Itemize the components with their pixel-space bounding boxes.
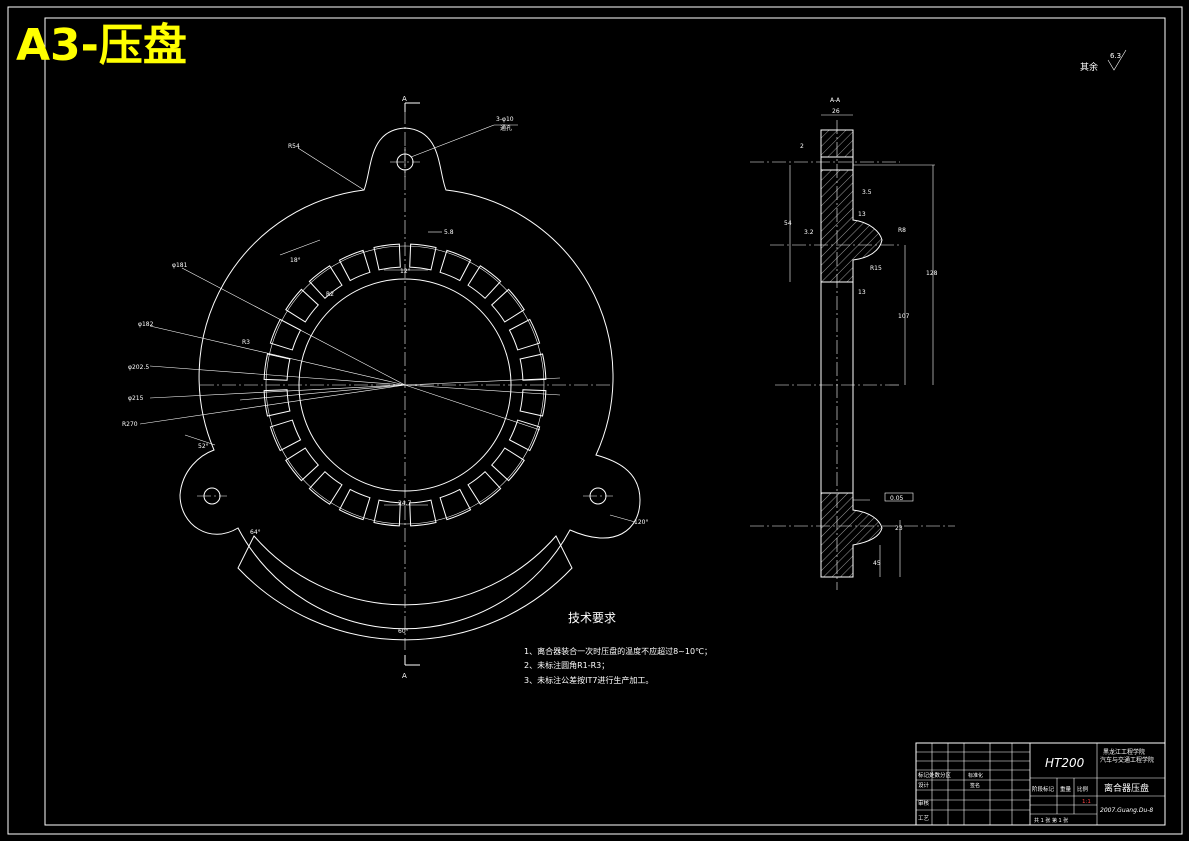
sheet-title: A3-压盘 xyxy=(16,20,187,71)
svg-text:13: 13 xyxy=(858,211,866,218)
school-2: 汽车与交通工程学院 xyxy=(1100,756,1154,764)
cooling-slot xyxy=(519,389,547,417)
technical-requirements: 技术要求 1、离合器装合一次时压盘的温度不应超过8~10℃； 2、未标注圆角R1… xyxy=(524,611,712,685)
col-weight: 重量 xyxy=(1060,785,1072,793)
part-name: 离合器压盘 xyxy=(1104,782,1149,794)
row-process: 工艺 xyxy=(918,815,930,822)
svg-text:13: 13 xyxy=(858,289,866,296)
cooling-slot xyxy=(439,249,472,282)
tech-note-1: 1、离合器装合一次时压盘的温度不应超过8~10℃； xyxy=(524,646,712,656)
svg-text:107: 107 xyxy=(898,313,910,320)
cooling-slot xyxy=(308,471,343,505)
svg-text:R8: R8 xyxy=(898,227,906,234)
svg-text:2: 2 xyxy=(800,143,804,150)
svg-text:φ215: φ215 xyxy=(128,395,144,402)
cooling-slot xyxy=(338,249,371,282)
svg-text:24.7: 24.7 xyxy=(398,500,412,507)
svg-text:R15: R15 xyxy=(870,265,882,272)
svg-text:12°: 12° xyxy=(400,268,411,275)
std-label: 标准化 xyxy=(968,772,983,779)
cooling-slot xyxy=(338,488,371,521)
svg-text:φ182: φ182 xyxy=(138,321,154,328)
sheet-count: 共 1 张 第 1 张 xyxy=(1034,817,1068,824)
cooling-slot xyxy=(263,353,291,381)
section-dimensions: 26 2 13 13 3.5 R8 R15 54 3.2 128 107 0.0… xyxy=(784,108,938,567)
section-label: A-A xyxy=(830,97,841,104)
svg-text:3.5: 3.5 xyxy=(862,189,872,196)
cooling-slot xyxy=(285,288,319,323)
svg-text:45: 45 xyxy=(873,560,881,567)
svg-text:其余: 其余 xyxy=(1080,61,1098,73)
row-design: 设计 xyxy=(918,781,930,789)
svg-text:18°: 18° xyxy=(290,257,301,264)
cooling-slot xyxy=(491,447,525,482)
drawing-number: 2007.Guang.Du-8 xyxy=(1100,807,1153,814)
plate-outline xyxy=(179,127,641,630)
svg-text:R54: R54 xyxy=(288,143,300,150)
svg-text:23: 23 xyxy=(895,525,903,532)
svg-text:R270: R270 xyxy=(122,421,138,428)
svg-text:5.8: 5.8 xyxy=(444,229,454,236)
col-scale: 比例 xyxy=(1077,785,1089,793)
cooling-slot xyxy=(269,419,302,452)
cooling-slot xyxy=(308,265,343,299)
cooling-slot xyxy=(285,447,319,482)
svg-text:120°: 120° xyxy=(634,519,648,526)
svg-text:26: 26 xyxy=(832,108,840,115)
cooling-slot xyxy=(373,499,401,527)
cooling-slot xyxy=(519,353,547,381)
tech-note-3: 3、未标注公差按IT7进行生产加工。 xyxy=(524,675,653,685)
svg-text:R3: R3 xyxy=(242,339,250,346)
col-stage: 阶段标记 xyxy=(1032,785,1055,793)
cooling-slots xyxy=(263,243,547,527)
cooling-slot xyxy=(508,318,541,351)
front-view: A A xyxy=(139,95,641,680)
svg-text:128: 128 xyxy=(926,270,938,277)
svg-text:52°: 52° xyxy=(198,443,209,450)
svg-text:通孔: 通孔 xyxy=(500,124,512,132)
title-block: HT200 黑龙江工程学院 汽车与交通工程学院 离合器压盘 2007.Guang… xyxy=(915,742,1166,826)
cooling-slot xyxy=(373,243,401,271)
cooling-slot xyxy=(467,471,502,505)
row-mark: 标记处数分区 xyxy=(918,771,952,779)
cooling-slot xyxy=(491,288,525,323)
cooling-slot xyxy=(269,318,302,351)
cut-marker-bottom: A xyxy=(402,672,407,680)
svg-text:64°: 64° xyxy=(250,529,261,536)
svg-text:54: 54 xyxy=(784,220,792,227)
section-view: A-A xyxy=(750,97,955,590)
cooling-slot xyxy=(439,488,472,521)
roughness-note: 其余 6.3 xyxy=(1080,49,1127,73)
svg-text:3-φ10: 3-φ10 xyxy=(496,116,514,123)
tech-note-2: 2、未标注圆角R1-R3； xyxy=(524,660,609,670)
scale-value: 1:1 xyxy=(1082,799,1091,805)
svg-text:φ181: φ181 xyxy=(172,262,188,269)
svg-text:60°: 60° xyxy=(398,628,409,635)
inner-border xyxy=(44,17,1166,826)
cooling-slot xyxy=(409,499,437,527)
front-dimensions: R54 3-φ10 通孔 φ181 φ182 φ202.5 φ215 R270 … xyxy=(122,116,648,635)
sign-label: 签名 xyxy=(970,782,980,789)
svg-text:0.05: 0.05 xyxy=(890,495,904,502)
arc-band xyxy=(237,535,573,641)
material: HT200 xyxy=(1045,756,1085,770)
svg-text:3.2: 3.2 xyxy=(804,229,814,236)
school-1: 黑龙江工程学院 xyxy=(1103,748,1145,756)
cooling-slot xyxy=(508,419,541,452)
tech-title: 技术要求 xyxy=(568,611,616,625)
row-review: 审核 xyxy=(918,799,930,807)
cut-marker-top: A xyxy=(402,95,407,103)
svg-text:φ202.5: φ202.5 xyxy=(128,364,149,371)
cooling-slot xyxy=(263,389,291,417)
cooling-slot xyxy=(409,243,437,271)
svg-text:6.3: 6.3 xyxy=(1110,52,1121,60)
cooling-slot xyxy=(467,265,502,299)
outer-border xyxy=(7,6,1183,835)
svg-text:R2: R2 xyxy=(326,291,334,298)
